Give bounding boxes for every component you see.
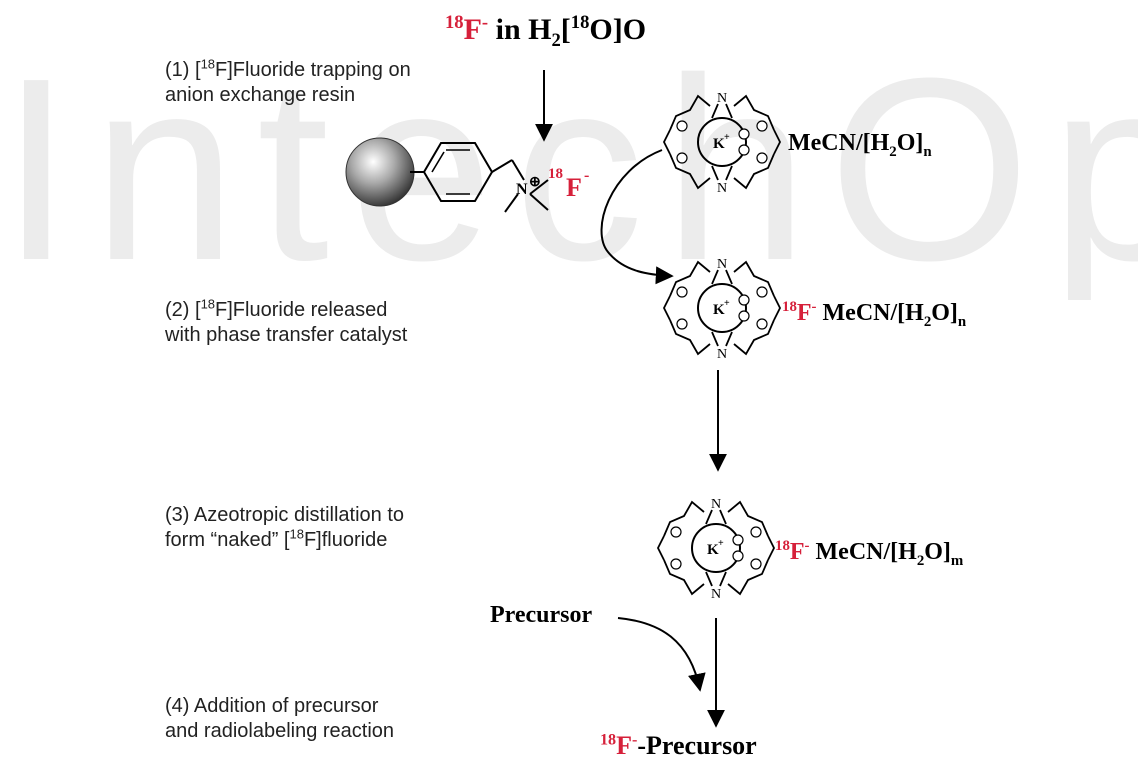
cryptand-2: K + N N (663, 257, 781, 362)
precursor-label: Precursor (490, 602, 593, 628)
svg-text:N: N (717, 257, 727, 272)
resin-fluoride-iso: 18 (548, 166, 563, 182)
benzene-ring (422, 142, 494, 202)
resin-fluoride-charge: - (584, 167, 589, 184)
ammonium-charge: ⊕ (529, 175, 541, 190)
product-label: 18F--Precursor (600, 731, 757, 760)
svg-text:+: + (724, 132, 730, 143)
svg-text:N: N (711, 587, 721, 602)
release-arrow (600, 149, 674, 285)
fluoride-solvent-label-2: 18F- MeCN/[H2O]n (782, 299, 967, 330)
svg-text:N: N (717, 181, 727, 196)
precursor-arrow (617, 617, 706, 692)
resin-bead (345, 137, 415, 207)
svg-text:N: N (717, 347, 727, 362)
fluoride-solvent-label-3: 18F- MeCN/[H2O]m (775, 538, 964, 569)
svg-text:+: + (724, 298, 730, 309)
svg-text:+: + (718, 538, 724, 549)
svg-text:K: K (713, 136, 725, 152)
svg-text:N: N (711, 497, 721, 512)
step-4-label: (4) Addition of precursor and radiolabel… (165, 695, 395, 742)
svg-text:K: K (713, 302, 725, 318)
watermark-text: IntechOpen (0, 40, 1138, 300)
svg-text:K: K (707, 542, 719, 558)
step-3-label: (3) Azeotropic distillation to form “nak… (165, 504, 405, 551)
ammonium-nitrogen: N (516, 181, 528, 198)
title-fluoride-in-water: 18F- in H2[18O]O (445, 12, 647, 51)
cryptand-3: K + N N (657, 497, 775, 602)
resin-fluoride-element: F (566, 173, 582, 202)
cryptand-1: K + N N (663, 91, 781, 196)
step-1-label: (1) [18F]Fluoride trapping on anion exch… (165, 56, 411, 106)
step-2-label: (2) [18F]Fluoride released with phase tr… (165, 296, 408, 346)
svg-text:N: N (717, 91, 727, 106)
solvent-label-1: MeCN/[H2O]n (788, 130, 932, 160)
